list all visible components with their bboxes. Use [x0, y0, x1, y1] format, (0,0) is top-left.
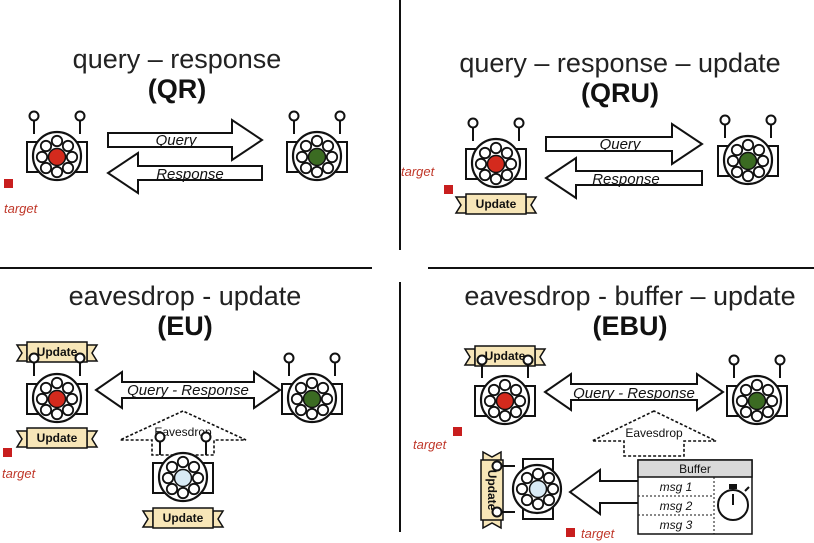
update-ribbon-top: Update — [16, 341, 98, 363]
query-arrow — [545, 122, 704, 166]
update-ribbon-eavesdropper: Update — [142, 507, 224, 529]
target-label: target — [4, 201, 39, 216]
panel-qr: query – response (QR) Query Response tar… — [4, 44, 349, 216]
query-response-label: Query - Response — [573, 385, 695, 402]
buffer-title: Buffer — [679, 462, 711, 476]
stopwatch-icon — [717, 484, 750, 521]
robot-green-icon — [725, 354, 789, 426]
buffer-arrow — [568, 468, 641, 516]
target-label: target — [401, 164, 436, 179]
panel-ebu-abbr: (EBU) — [593, 311, 668, 341]
update-ribbon-bottom: Update — [16, 427, 98, 449]
robot-red-icon — [25, 110, 89, 182]
query-response-label: Query - Response — [127, 382, 249, 399]
update-label: Update — [163, 511, 204, 525]
update-ribbon-top: Update — [464, 345, 546, 367]
response-arrow — [544, 156, 703, 200]
eavesdrop-label: Eavesdrop — [625, 426, 683, 440]
robot-red-icon — [464, 117, 528, 189]
robot-eavesdropper-icon — [151, 431, 215, 503]
target-label: target — [413, 437, 448, 452]
target-marker — [453, 427, 462, 436]
panel-qru: query – response – update (QRU) Query Re… — [401, 48, 781, 215]
panel-eu-abbr: (EU) — [157, 311, 213, 341]
robot-green-icon — [285, 110, 349, 182]
robot-buffered-icon — [491, 457, 563, 521]
panel-ebu: eavesdrop - buffer – update (EBU) Update… — [413, 281, 796, 541]
target-label: target — [581, 526, 616, 541]
query-label: Query — [600, 136, 642, 153]
panel-qru-title: query – response – update — [459, 48, 780, 78]
buffer-box: Buffer msg 1 msg 2 msg 3 — [637, 459, 753, 535]
response-arrow — [106, 151, 263, 195]
update-label: Update — [37, 345, 78, 359]
eavesdrop-arrow — [591, 410, 717, 457]
update-ribbon-side: Update — [480, 450, 504, 530]
eavesdrop-label: Eavesdrop — [154, 425, 212, 439]
robot-red-icon — [473, 354, 537, 426]
panel-qr-title: query – response — [73, 44, 282, 74]
update-label: Update — [476, 197, 517, 211]
response-label: Response — [156, 166, 224, 183]
update-label: Update — [37, 431, 78, 445]
panel-ebu-title: eavesdrop - buffer – update — [464, 281, 795, 311]
robot-green-icon — [280, 352, 344, 424]
panel-qru-abbr: (QRU) — [581, 78, 659, 108]
update-label: Update — [485, 470, 499, 511]
update-ribbon: Update — [455, 193, 537, 215]
target-label: target — [2, 466, 37, 481]
update-label: Update — [485, 349, 526, 363]
buffer-message: msg 2 — [660, 499, 693, 513]
panel-eu: eavesdrop - update (EU) Update Update Qu… — [2, 281, 344, 529]
panel-qr-abbr: (QR) — [148, 74, 206, 104]
target-marker — [566, 528, 575, 537]
query-label: Query — [156, 132, 198, 149]
robot-red-icon — [25, 352, 89, 424]
query-response-arrow — [543, 372, 725, 412]
target-marker — [3, 448, 12, 457]
response-label: Response — [592, 171, 660, 188]
query-response-arrow — [94, 370, 282, 410]
panel-eu-title: eavesdrop - update — [69, 281, 302, 311]
target-marker — [4, 179, 13, 188]
query-arrow — [107, 118, 264, 162]
robot-green-icon — [716, 114, 780, 186]
target-marker — [444, 185, 453, 194]
buffer-message: msg 1 — [660, 480, 693, 494]
buffer-message: msg 3 — [660, 518, 693, 532]
